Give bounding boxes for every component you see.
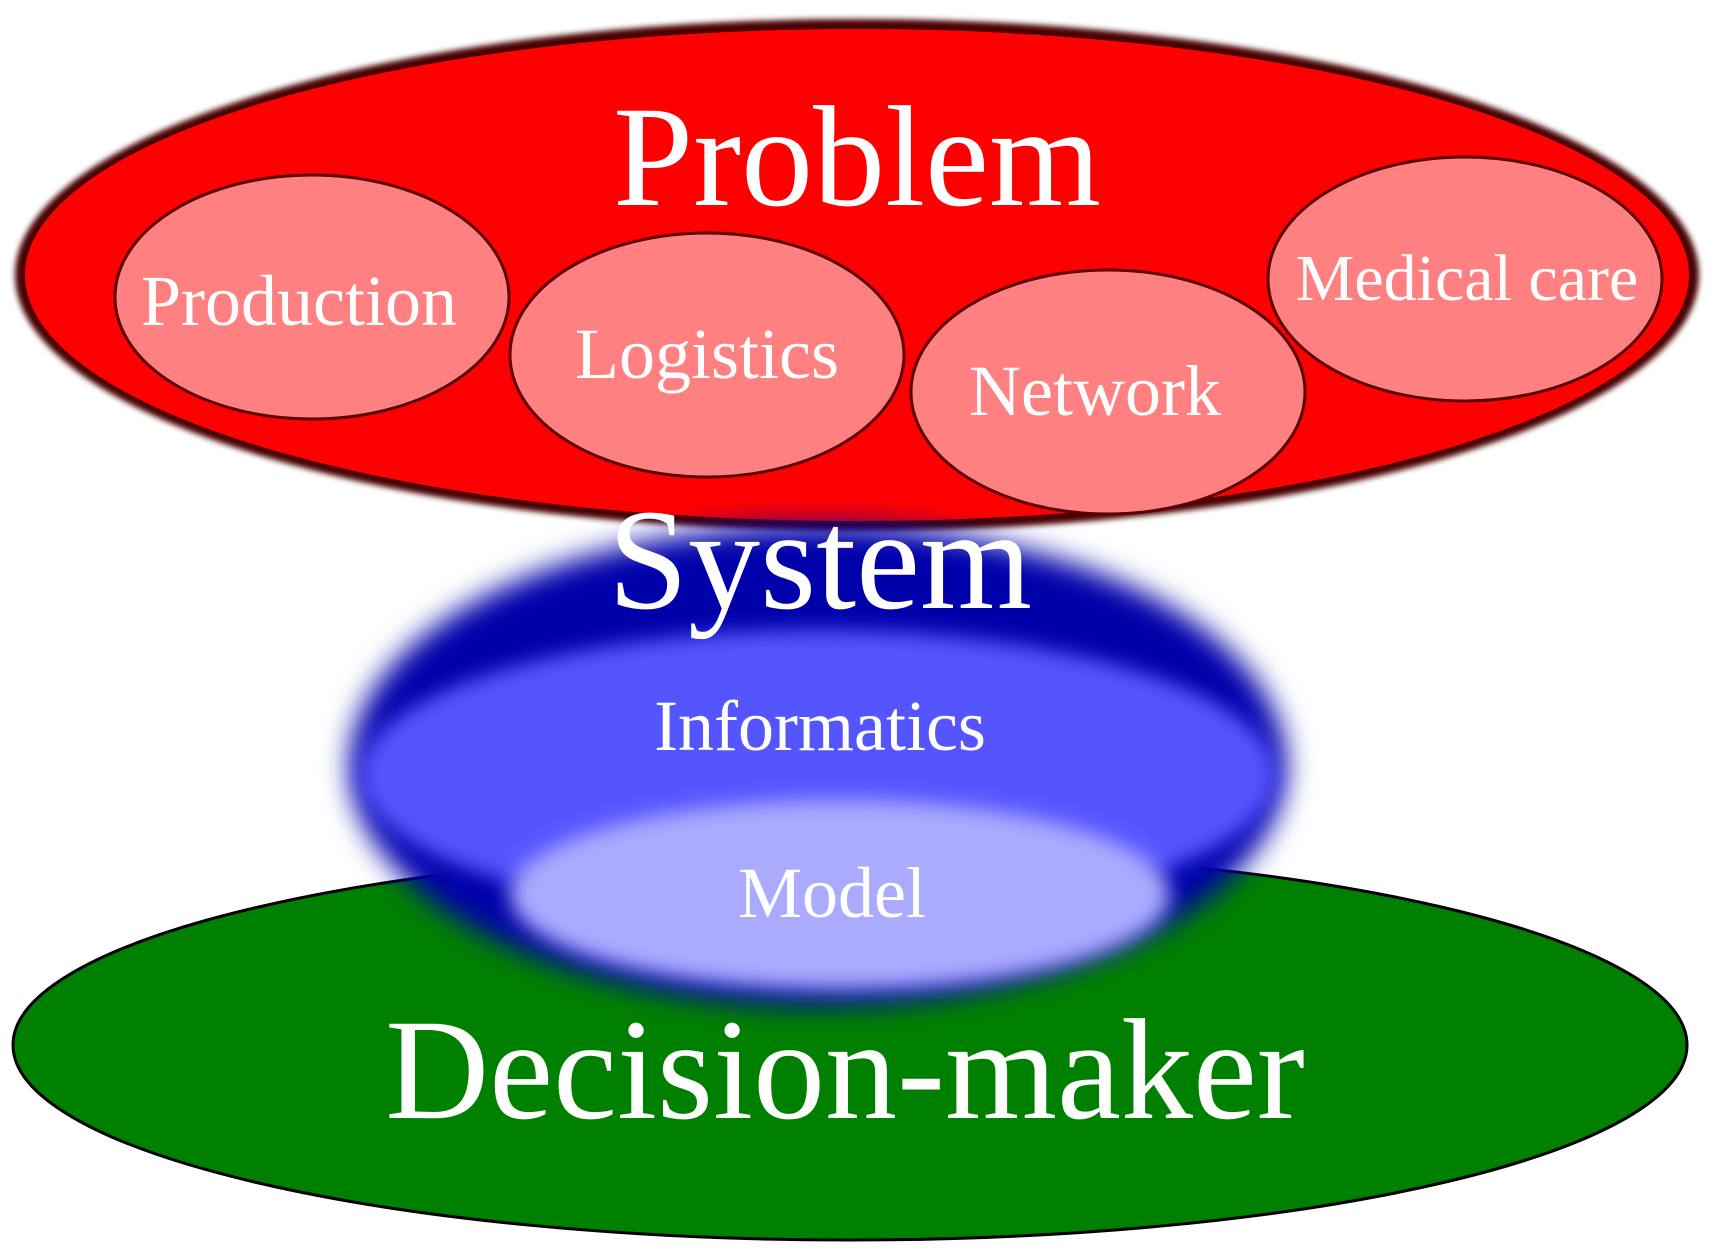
model-label: Model	[738, 853, 926, 933]
system-title: System	[608, 481, 1032, 640]
problem-title: Problem	[613, 78, 1101, 237]
area-label-logistics: Logistics	[575, 314, 839, 394]
area-ellipse-production	[113, 173, 511, 421]
area-label-medical-care: Medical care	[1296, 242, 1639, 315]
system-ellipse	[350, 525, 1286, 1005]
model-ellipse	[510, 800, 1170, 990]
decision-maker-title: Decision-maker	[385, 991, 1305, 1150]
area-label-production: Production	[141, 261, 457, 341]
informatics-label: Informatics	[654, 686, 986, 766]
area-ellipse-logistics	[508, 231, 906, 479]
area-ellipse-network	[909, 268, 1307, 516]
area-label-network: Network	[969, 351, 1221, 431]
area-ellipse-medical-care	[1266, 155, 1664, 403]
